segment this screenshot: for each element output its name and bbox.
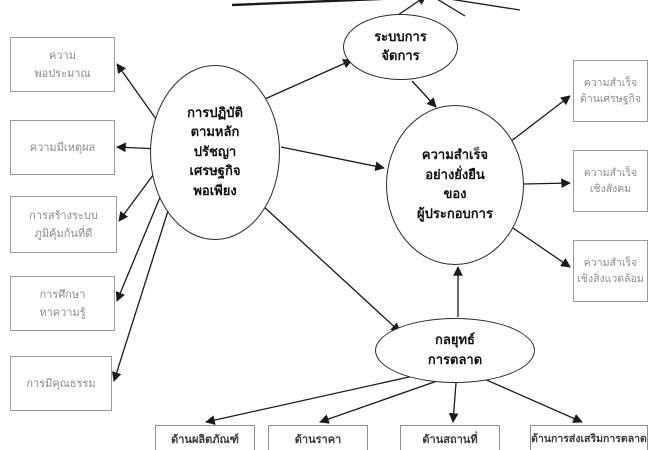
arrow-top-cutoff-left <box>231 0 384 7</box>
arrow-success-to-environment <box>509 225 571 268</box>
arrow-top-cutoff-mid <box>437 0 466 17</box>
left-box-moderation: ความ พอประมาณ <box>10 37 115 92</box>
arrow-top-cutoff-right <box>451 0 521 11</box>
right-box-social-success: ความสำเร็จ เชิงสังคม <box>573 150 648 212</box>
arrow-marketing-to-promotion <box>481 377 583 423</box>
left-box-immunity: การสร้างระบบ ภูมิคุ้มกันที่ดี <box>10 196 117 253</box>
arrow-management-to-success <box>411 80 437 108</box>
node-marketing-ellipse: กลยุทธ์ การตลาด <box>375 318 535 383</box>
right-box-environmental-success: ความสำเร็จ เชิงสิ่งแวดล้อม <box>573 240 648 302</box>
left-box-knowledge: การศึกษา หาความรู้ <box>10 276 115 331</box>
bottom-box-price: ด้านราคา <box>268 425 368 450</box>
arrow-success-to-economic <box>509 95 571 143</box>
arrow-management-to-top <box>397 0 427 16</box>
arrow-practice-to-management <box>255 59 353 104</box>
bottom-box-place: ด้านสถานที่ <box>400 425 500 450</box>
bottom-box-promotion: ด้านการส่งเสริมการตลาด <box>530 425 648 450</box>
arrow-marketing-to-product <box>205 374 419 425</box>
arrow-marketing-to-place <box>448 382 459 423</box>
right-box-economic-success: ความสำเร็จ ด้านเศรษฐกิจ <box>573 60 648 122</box>
node-success-ellipse: ความสำเร็จ อย่างยั่งยืน ของ ผู้ประกอบการ <box>386 105 524 265</box>
arrow-practice-to-marketing <box>261 204 401 333</box>
arrow-practice-to-morality <box>112 191 175 382</box>
left-box-morality: การมีคุณธรรม <box>10 356 112 411</box>
arrow-success-to-social <box>523 178 571 189</box>
bottom-box-product: ด้านผลิตภัณฑ์ <box>155 425 255 450</box>
arrow-practice-to-success <box>280 146 385 172</box>
arrow-marketing-to-price <box>319 380 438 424</box>
node-practice-ellipse: การปฏิบัติ ตามหลัก ปรัชญา เศรษฐกิจ พอเพี… <box>150 65 280 240</box>
node-management-ellipse: ระบบการ จัดการ <box>343 14 458 80</box>
left-box-reasonableness: ความมีเหตุผล <box>10 120 115 175</box>
